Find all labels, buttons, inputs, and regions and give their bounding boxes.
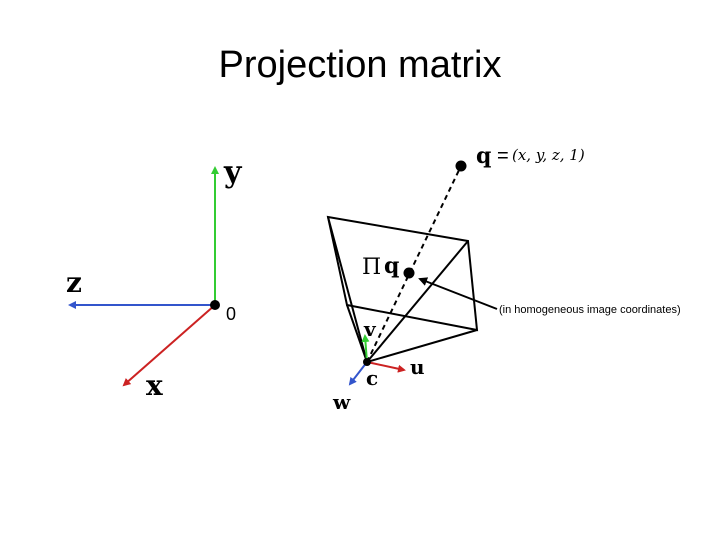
point-q-label: q — [476, 143, 491, 169]
world-origin-dot — [210, 300, 220, 310]
q-coordinates: (x, y, z, 1) — [512, 146, 585, 164]
camera-w-axis — [348, 361, 368, 386]
world-x-label: x — [146, 369, 163, 402]
projection-q-label: q — [384, 253, 399, 279]
origin-label: 0 — [226, 304, 236, 324]
projection-ray — [366, 165, 462, 363]
camera-u-axis — [366, 361, 406, 373]
camera-w-label: w — [332, 390, 351, 414]
projection-pi-label: Π — [362, 255, 381, 280]
slide-title: Projection matrix — [218, 44, 502, 86]
homogeneous-annotation: (in homogeneous image coordinates) — [499, 304, 681, 316]
camera-center-dot — [363, 358, 371, 366]
point-q-dot — [455, 160, 467, 172]
camera-v-label: v — [363, 317, 377, 341]
frustum-edge-3 — [366, 329, 478, 363]
camera-c-label: c — [366, 366, 378, 390]
frustum-edge-2 — [366, 240, 469, 363]
world-z-label: z — [66, 266, 82, 299]
camera-v-axis — [361, 334, 370, 363]
frustum-edge-4 — [346, 304, 368, 363]
annotation-arrow — [418, 277, 498, 310]
camera-u-label: u — [410, 355, 425, 379]
projected-point-dot — [403, 267, 415, 279]
equals-sign: = — [497, 145, 509, 167]
world-y-label: y — [223, 155, 243, 190]
frustum-edge-1 — [327, 216, 368, 363]
world-x-axis — [122, 304, 216, 387]
